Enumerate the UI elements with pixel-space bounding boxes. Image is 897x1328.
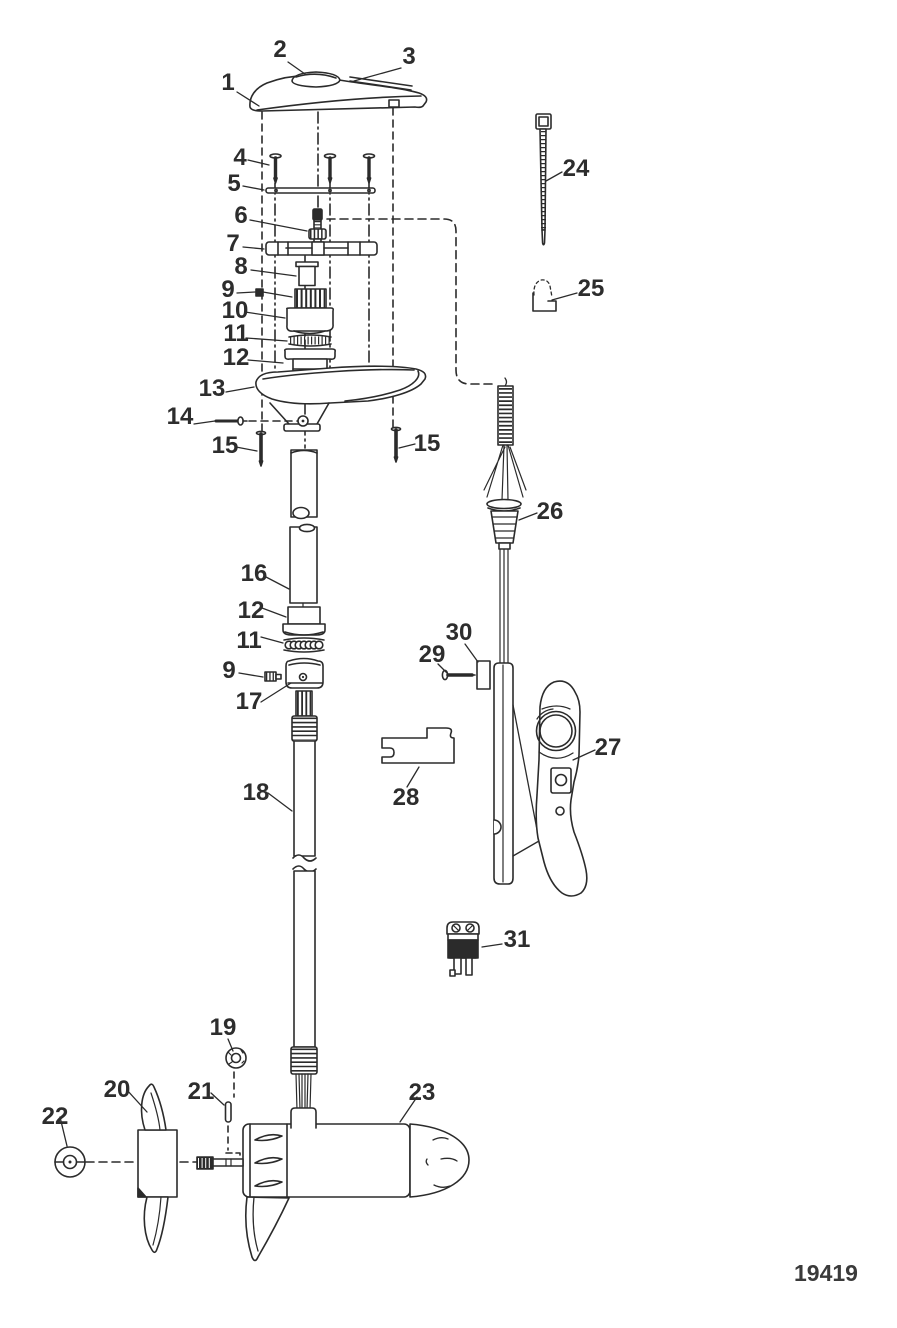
callout-31: 31 bbox=[504, 926, 531, 953]
callout-17: 17 bbox=[236, 688, 263, 715]
callout-9-lower: 9 bbox=[222, 657, 235, 684]
part-2-cover-cap bbox=[291, 71, 341, 88]
callout-25: 25 bbox=[578, 275, 605, 302]
part-11-lower-bearing-ring bbox=[283, 637, 325, 653]
callout-10: 10 bbox=[222, 297, 249, 324]
callout-leader-lines bbox=[59, 61, 596, 1147]
part-22-prop-nut bbox=[54, 1146, 86, 1178]
part-15-screw-right bbox=[390, 426, 402, 463]
callout-21: 21 bbox=[188, 1078, 215, 1105]
part-14-pin bbox=[214, 416, 248, 426]
callout-20: 20 bbox=[104, 1076, 131, 1103]
part-16-shaft-tube bbox=[289, 523, 318, 608]
callout-11: 11 bbox=[223, 320, 248, 347]
part-28-bracket-plate bbox=[381, 727, 455, 764]
callout-11-lower: 11 bbox=[236, 627, 261, 654]
callout-22: 22 bbox=[42, 1103, 69, 1130]
part-5-gasket-plate bbox=[265, 187, 376, 194]
part-11-ridged-washer bbox=[288, 334, 332, 347]
part-9-lower-screw bbox=[264, 671, 282, 682]
part-10-drive-hub bbox=[286, 288, 335, 335]
callout-12: 12 bbox=[223, 344, 250, 371]
callout-19: 19 bbox=[210, 1014, 237, 1041]
callout-24: 24 bbox=[563, 155, 590, 182]
propeller-shaft bbox=[196, 1156, 244, 1170]
power-cable bbox=[483, 377, 527, 664]
callout-28: 28 bbox=[393, 784, 420, 811]
callout-5: 5 bbox=[227, 170, 240, 197]
callout-2: 2 bbox=[273, 36, 286, 63]
callout-8: 8 bbox=[234, 253, 247, 280]
callout-23: 23 bbox=[409, 1079, 436, 1106]
callout-26: 26 bbox=[537, 498, 564, 525]
callout-27: 27 bbox=[595, 734, 622, 761]
part-25-clip bbox=[532, 279, 557, 312]
part-17-steering-hub bbox=[285, 657, 324, 689]
part-24-cable-tie bbox=[535, 113, 552, 246]
callout-6: 6 bbox=[234, 202, 247, 229]
callout-29: 29 bbox=[419, 641, 446, 668]
part-26-strain-relief bbox=[486, 498, 522, 550]
pedal-knob-ring bbox=[535, 710, 577, 752]
part-20-propeller bbox=[137, 1083, 178, 1254]
callout-30: 30 bbox=[446, 619, 473, 646]
part-18-composite-shaft bbox=[290, 690, 318, 1111]
part-23-motor-housing bbox=[242, 1107, 470, 1262]
pedal-knob bbox=[539, 714, 573, 748]
callout-3: 3 bbox=[402, 43, 415, 70]
callout-9: 9 bbox=[221, 276, 234, 303]
upper-shaft-tube bbox=[290, 449, 318, 520]
callout-15-right: 15 bbox=[414, 430, 441, 457]
part-4-screws bbox=[269, 153, 376, 184]
callout-labels: 1 2 3 4 5 6 7 8 9 10 11 12 13 14 15 15 1… bbox=[42, 36, 858, 1286]
part-29-screw bbox=[441, 669, 476, 681]
callout-13: 13 bbox=[199, 375, 226, 402]
callout-7: 7 bbox=[226, 230, 239, 257]
callout-12-lower: 12 bbox=[238, 597, 265, 624]
part-3-decal-strip bbox=[349, 76, 413, 91]
callout-4: 4 bbox=[233, 144, 247, 171]
callout-1: 1 bbox=[221, 69, 234, 96]
part-8-bushing bbox=[295, 261, 319, 287]
part-1-top-cover bbox=[249, 75, 428, 112]
part-21-drive-pin bbox=[224, 1101, 232, 1123]
part-19-lock-washer bbox=[225, 1047, 247, 1069]
part-13-lower-cowl bbox=[255, 365, 427, 432]
motor-fin bbox=[245, 1196, 290, 1262]
drawing-number: 19419 bbox=[794, 1260, 858, 1286]
part-31-plug-connector bbox=[446, 921, 480, 977]
part-7-mount-bracket bbox=[265, 241, 378, 256]
part-9-set-screw bbox=[255, 288, 293, 298]
callout-14: 14 bbox=[167, 403, 194, 430]
callout-15-left: 15 bbox=[212, 432, 239, 459]
part-30-spacer bbox=[476, 660, 491, 690]
callout-18: 18 bbox=[243, 779, 270, 806]
part-15-screw-left bbox=[255, 430, 267, 467]
part-27-foot-pedal bbox=[493, 662, 588, 897]
part-12-lower-collar bbox=[282, 606, 326, 636]
part-6-threaded-stud bbox=[308, 208, 327, 245]
callout-16: 16 bbox=[241, 560, 268, 587]
